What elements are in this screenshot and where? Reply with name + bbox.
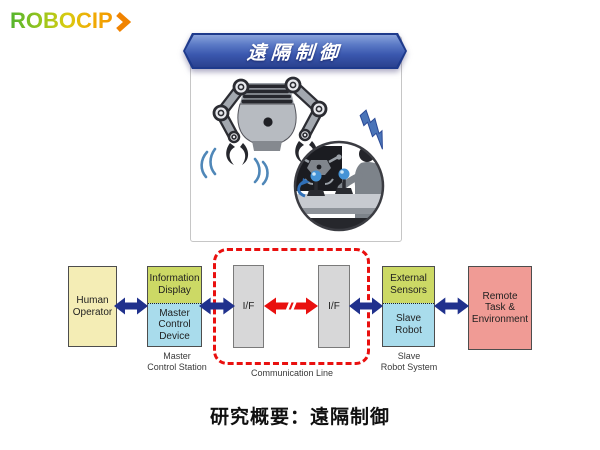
box-remote-task: Remote Task & Environment xyxy=(468,266,532,350)
robot-dual-arm-icon xyxy=(212,76,328,165)
page-title: 研究概要：遠隔制御 xyxy=(209,407,390,428)
box-label: Remote Task & Environment xyxy=(471,290,529,325)
robocip-logo: ROBOCIP xyxy=(10,8,131,34)
interrupted-link-arrow-icon xyxy=(264,297,318,315)
double-arrow-icon xyxy=(434,297,469,315)
box-interface-right: I/F xyxy=(318,265,350,348)
operator-console-icon xyxy=(293,140,385,232)
lightning-bolt-icon xyxy=(359,109,383,150)
communication-line-caption: Communication Line xyxy=(250,368,334,378)
teleoperation-illustration xyxy=(200,76,385,232)
box-slave-system: External Sensors Slave Robot xyxy=(382,266,435,347)
box-human-operator: Human Operator xyxy=(68,266,117,347)
box-label: Master Control Device xyxy=(158,307,191,342)
box-information-display: Information Display xyxy=(148,267,201,303)
double-arrow-icon xyxy=(349,297,383,315)
box-external-sensors: External Sensors xyxy=(383,267,434,303)
box-master-station: Information Display Master Control Devic… xyxy=(147,266,202,347)
master-station-caption: Master Control Station xyxy=(147,351,207,373)
double-arrow-icon xyxy=(114,297,148,315)
box-label: Slave Robot xyxy=(395,313,422,336)
banner-title: 遠隔制御 xyxy=(246,42,344,64)
box-label: Human Operator xyxy=(72,295,113,318)
box-label: External Sensors xyxy=(390,273,427,296)
illustration-panel xyxy=(190,36,402,242)
motion-marks-icon xyxy=(200,147,269,186)
double-arrow-icon xyxy=(199,297,235,315)
box-slave-robot: Slave Robot xyxy=(383,302,434,346)
box-master-control-device: Master Control Device xyxy=(148,302,201,346)
banner: 遠隔制御 xyxy=(183,33,407,69)
banner-fill: 遠隔制御 xyxy=(185,35,405,67)
logo-text: ROBOCIP xyxy=(10,8,113,33)
box-label: Information Display xyxy=(149,273,200,296)
box-interface-left: I/F xyxy=(233,265,264,348)
box-label: I/F xyxy=(242,300,255,312)
chevron-right-icon xyxy=(115,11,131,32)
box-label: I/F xyxy=(328,300,340,312)
slave-system-caption: Slave Robot System xyxy=(380,351,438,373)
